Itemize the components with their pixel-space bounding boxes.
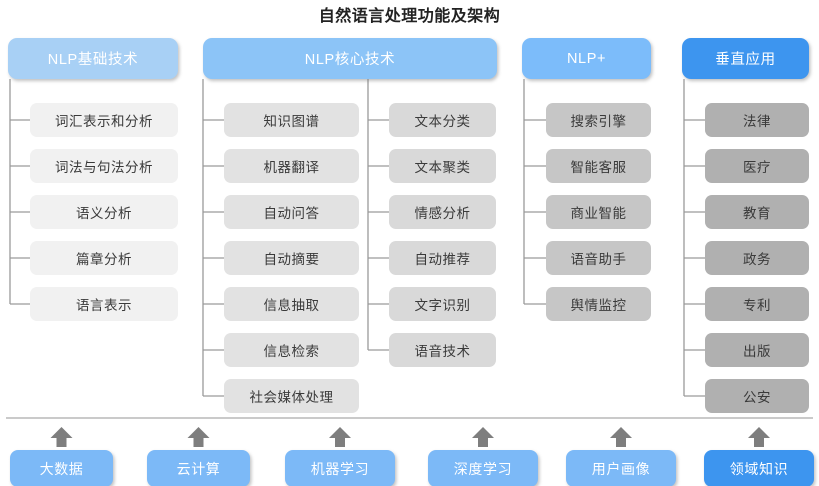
foundation-box-1[interactable]: 云计算 — [147, 450, 250, 486]
node-nlp-core-right-0[interactable]: 文本分类 — [389, 103, 496, 137]
node-label: 信息抽取 — [263, 298, 320, 313]
foundation-box-4[interactable]: 用户画像 — [566, 450, 676, 486]
up-arrow-icon-2 — [329, 427, 351, 447]
header-label: NLP核心技术 — [304, 52, 396, 68]
node-nlp-basic-4[interactable]: 语言表示 — [30, 287, 178, 321]
node-nlp-plus-4[interactable]: 舆情监控 — [546, 287, 651, 321]
up-arrow-icon-4 — [610, 427, 632, 447]
node-nlp-core-right-4[interactable]: 文字识别 — [389, 287, 496, 321]
node-vertical-apps-1[interactable]: 医疗 — [705, 149, 809, 183]
node-label: 自动推荐 — [414, 252, 471, 267]
node-label: 自动摘要 — [263, 252, 320, 267]
foundation-label: 大数据 — [39, 460, 84, 477]
node-label: 词法与句法分析 — [55, 160, 153, 175]
node-label: 语音技术 — [414, 344, 471, 359]
node-label: 法律 — [743, 114, 771, 129]
node-label: 语言表示 — [76, 298, 132, 313]
header-label: 垂直应用 — [715, 52, 776, 68]
node-label: 词汇表示和分析 — [55, 114, 153, 129]
node-label: 文本分类 — [414, 114, 471, 129]
foundation-box-3[interactable]: 深度学习 — [428, 450, 538, 486]
up-arrow-icon-0 — [50, 427, 73, 447]
node-label: 文本聚类 — [414, 160, 471, 175]
foundation-box-2[interactable]: 机器学习 — [285, 450, 395, 486]
header-pill-2[interactable]: NLP+ — [522, 38, 651, 79]
header-pill-3[interactable]: 垂直应用 — [682, 38, 809, 79]
node-label: 语义分析 — [76, 206, 132, 221]
foundation-label: 机器学习 — [310, 460, 370, 477]
node-label: 公安 — [743, 390, 771, 405]
node-label: 机器翻译 — [263, 160, 320, 175]
node-vertical-apps-2[interactable]: 教育 — [705, 195, 809, 229]
node-label: 出版 — [743, 344, 771, 359]
node-nlp-core-left-3[interactable]: 自动摘要 — [224, 241, 359, 275]
foundation-label: 用户画像 — [591, 460, 651, 477]
node-nlp-basic-2[interactable]: 语义分析 — [30, 195, 178, 229]
node-label: 搜索引擎 — [570, 114, 627, 129]
node-nlp-plus-2[interactable]: 商业智能 — [546, 195, 651, 229]
node-nlp-core-left-5[interactable]: 信息检索 — [224, 333, 359, 367]
header-pill-0[interactable]: NLP基础技术 — [8, 38, 178, 79]
foundation-box-5[interactable]: 领域知识 — [704, 450, 814, 486]
node-label: 专利 — [743, 298, 771, 313]
node-label: 文字识别 — [414, 298, 471, 313]
up-arrow-icon-1 — [187, 427, 210, 447]
node-nlp-core-left-2[interactable]: 自动问答 — [224, 195, 359, 229]
node-nlp-core-right-1[interactable]: 文本聚类 — [389, 149, 496, 183]
node-nlp-core-left-0[interactable]: 知识图谱 — [224, 103, 359, 137]
node-label: 知识图谱 — [263, 114, 320, 129]
node-nlp-core-right-5[interactable]: 语音技术 — [389, 333, 496, 367]
foundation-label: 云计算 — [176, 460, 221, 477]
node-label: 自动问答 — [263, 206, 320, 221]
node-nlp-plus-3[interactable]: 语音助手 — [546, 241, 651, 275]
node-label: 教育 — [743, 206, 771, 221]
node-label: 社会媒体处理 — [249, 390, 334, 405]
node-label: 政务 — [743, 252, 771, 267]
node-nlp-core-right-2[interactable]: 情感分析 — [389, 195, 496, 229]
node-label: 舆情监控 — [570, 298, 627, 313]
node-vertical-apps-5[interactable]: 出版 — [705, 333, 809, 367]
node-nlp-basic-0[interactable]: 词汇表示和分析 — [30, 103, 178, 137]
page-title: 自然语言处理功能及架构 — [318, 8, 501, 25]
node-label: 语音助手 — [570, 252, 627, 267]
node-label: 篇章分析 — [76, 252, 132, 267]
header-label: NLP+ — [566, 50, 607, 67]
node-vertical-apps-6[interactable]: 公安 — [705, 379, 809, 413]
node-nlp-core-right-3[interactable]: 自动推荐 — [389, 241, 496, 275]
header-pill-1[interactable]: NLP核心技术 — [203, 38, 497, 79]
node-label: 商业智能 — [570, 206, 627, 221]
foundation-box-0[interactable]: 大数据 — [10, 450, 113, 486]
node-label: 信息检索 — [263, 344, 320, 359]
node-nlp-plus-1[interactable]: 智能客服 — [546, 149, 651, 183]
up-arrow-icon-5 — [748, 427, 770, 447]
node-label: 情感分析 — [414, 206, 471, 221]
foundation-label: 深度学习 — [453, 460, 513, 477]
node-label: 医疗 — [743, 160, 771, 175]
node-label: 智能客服 — [570, 160, 627, 175]
node-vertical-apps-4[interactable]: 专利 — [705, 287, 809, 321]
foundation-label: 领域知识 — [729, 460, 789, 477]
node-nlp-core-left-6[interactable]: 社会媒体处理 — [224, 379, 359, 413]
node-vertical-apps-3[interactable]: 政务 — [705, 241, 809, 275]
node-nlp-plus-0[interactable]: 搜索引擎 — [546, 103, 651, 137]
node-nlp-core-left-1[interactable]: 机器翻译 — [224, 149, 359, 183]
node-nlp-core-left-4[interactable]: 信息抽取 — [224, 287, 359, 321]
node-nlp-basic-3[interactable]: 篇章分析 — [30, 241, 178, 275]
node-nlp-basic-1[interactable]: 词法与句法分析 — [30, 149, 178, 183]
header-label: NLP基础技术 — [47, 52, 139, 68]
up-arrow-icon-3 — [472, 427, 494, 447]
node-vertical-apps-0[interactable]: 法律 — [705, 103, 809, 137]
